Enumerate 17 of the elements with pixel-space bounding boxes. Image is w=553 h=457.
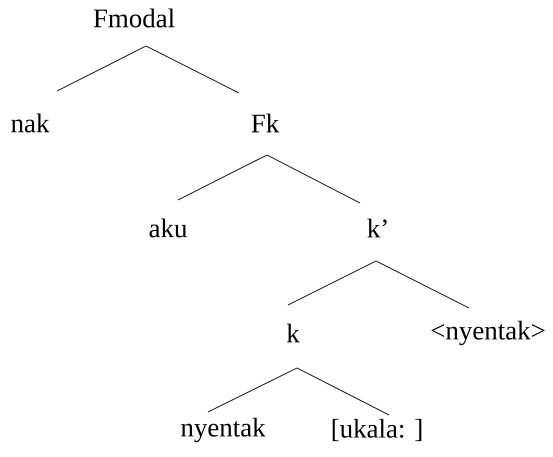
branch-line bbox=[56, 46, 146, 92]
tree-label: Fk bbox=[252, 114, 280, 132]
tree-label: Fmodal bbox=[94, 8, 175, 28]
branch-line bbox=[376, 260, 470, 308]
tree-label: aku bbox=[150, 218, 187, 238]
tree-label: nak bbox=[11, 114, 50, 132]
tree-label: [ukala: ] bbox=[332, 418, 422, 442]
branch-line bbox=[288, 260, 376, 306]
tree-label: k bbox=[286, 324, 300, 342]
branch-line bbox=[296, 368, 390, 416]
branch-line bbox=[208, 368, 298, 412]
branch-line bbox=[178, 154, 268, 200]
tree-label: <nyentak> bbox=[432, 320, 544, 346]
branch-line bbox=[146, 46, 240, 94]
tree-label: k’ bbox=[367, 218, 387, 238]
branch-line bbox=[266, 154, 360, 204]
tree-label: nyentak bbox=[181, 418, 266, 442]
